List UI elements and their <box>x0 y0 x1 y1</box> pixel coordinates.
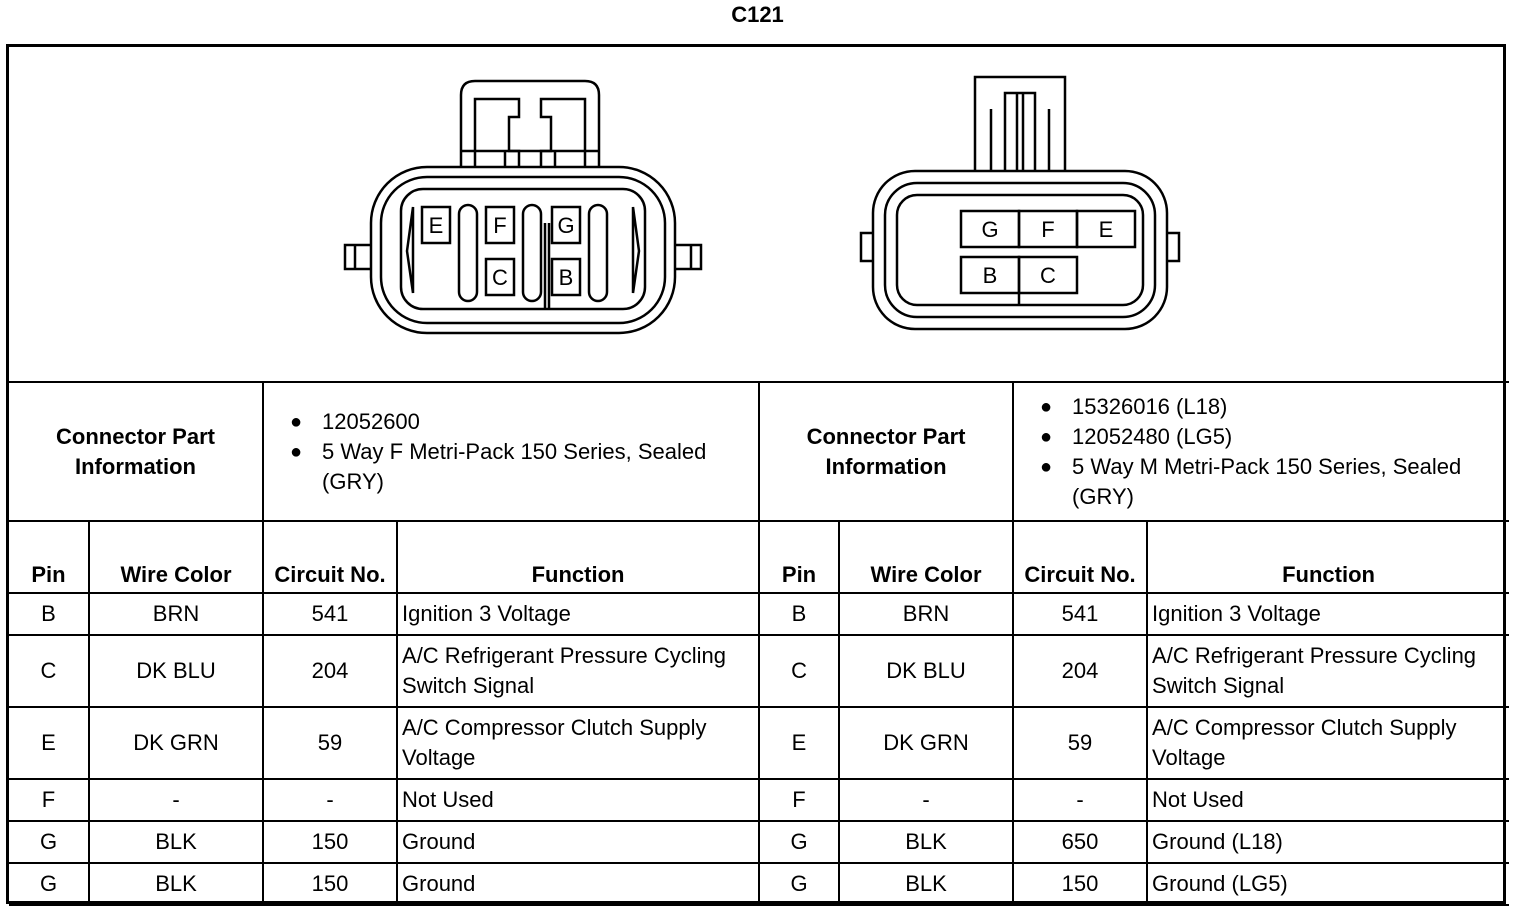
left-pin-cell: G <box>9 820 90 864</box>
right-wire-color-cell: BRN <box>838 593 1015 636</box>
header-row: Pin Wire Color Circuit No. Function Pin … <box>9 520 1510 594</box>
right-part-description: 5 Way M Metri-Pack 150 Series, Sealed (G… <box>1040 452 1505 512</box>
left-pin-cell: G <box>9 862 90 906</box>
left-pin-box-G <box>550 205 582 245</box>
right-pin-label-G: G <box>981 217 998 242</box>
left-wire-color-cell: BLK <box>87 862 265 906</box>
left-pin-label-G: G <box>557 213 574 238</box>
right-header-circuit: Circuit No. <box>1012 520 1149 594</box>
left-function-cell: A/C Refrigerant Pressure Cycling Switch … <box>396 634 761 708</box>
left-circuit-cell: 59 <box>262 706 399 780</box>
part-info-row: Connector Part Information 12052600 5 Wa… <box>9 383 1510 522</box>
left-circuit-cell: - <box>262 778 399 822</box>
left-wire-color-cell: DK BLU <box>87 634 265 708</box>
left-function-cell: Ground <box>396 862 761 906</box>
left-pin-cell: F <box>9 778 90 822</box>
right-function-cell: Ground (L18) <box>1146 820 1510 864</box>
connector-drawings: E F G C B G F E B C <box>9 47 1509 383</box>
right-function-cell: Ground (LG5) <box>1146 862 1510 906</box>
connector-illustrations: E F G C B G F E B C <box>343 75 1181 335</box>
left-wire-color-cell: - <box>87 778 265 822</box>
right-pin-cell: E <box>758 706 841 780</box>
left-pin-box-F <box>484 205 516 245</box>
right-circuit-cell: 541 <box>1012 593 1149 636</box>
left-pin-label-B: B <box>559 265 574 290</box>
page-title: C121 <box>731 2 784 27</box>
left-pin-box-E <box>420 205 452 245</box>
right-part-info: 15326016 (L18) 12052480 (LG5) 5 Way M Me… <box>1012 383 1510 522</box>
left-function-cell: A/C Compressor Clutch Supply Voltage <box>396 706 761 780</box>
left-part-info-label: Connector Part Information <box>9 383 265 522</box>
left-wire-color-cell: BRN <box>87 593 265 636</box>
left-wire-color-cell: BLK <box>87 820 265 864</box>
right-part-number-l18: 15326016 (L18) <box>1040 392 1505 422</box>
right-connector-drawing <box>859 75 1181 331</box>
right-wire-color-cell: BLK <box>838 862 1015 906</box>
left-part-description: 5 Way F Metri-Pack 150 Series, Sealed (G… <box>290 437 754 497</box>
left-function-cell: Ground <box>396 820 761 864</box>
left-function-cell: Ignition 3 Voltage <box>396 593 761 636</box>
right-pin-cell: G <box>758 862 841 906</box>
left-header-circuit: Circuit No. <box>262 520 399 594</box>
right-circuit-cell: 59 <box>1012 706 1149 780</box>
right-pin-cell: F <box>758 778 841 822</box>
right-function-cell: Not Used <box>1146 778 1510 822</box>
left-pin-cell: C <box>9 634 90 708</box>
right-wire-color-cell: DK GRN <box>838 706 1015 780</box>
left-pin-cell: E <box>9 706 90 780</box>
left-pin-cell: B <box>9 593 90 636</box>
left-circuit-cell: 541 <box>262 593 399 636</box>
right-part-number-lg5: 12052480 (LG5) <box>1040 422 1505 452</box>
connector-frame: E F G C B G F E B C Connector Part Infor… <box>6 44 1510 906</box>
left-part-info: 12052600 5 Way F Metri-Pack 150 Series, … <box>262 383 761 522</box>
right-circuit-cell: 150 <box>1012 862 1149 906</box>
right-header-function: Function <box>1146 520 1510 594</box>
right-pin-label-E: E <box>1099 217 1114 242</box>
left-connector-drawing <box>343 79 703 335</box>
left-circuit-cell: 204 <box>262 634 399 708</box>
right-pin-cell: B <box>758 593 841 636</box>
left-header-wire-color: Wire Color <box>87 520 265 594</box>
right-function-cell: A/C Compressor Clutch Supply Voltage <box>1146 706 1510 780</box>
right-pin-label-C: C <box>1040 263 1056 288</box>
right-function-cell: Ignition 3 Voltage <box>1146 593 1510 636</box>
right-pin-label-F: F <box>1041 217 1054 242</box>
left-circuit-cell: 150 <box>262 820 399 864</box>
left-pin-box-C <box>484 257 516 297</box>
right-pin-cell: C <box>758 634 841 708</box>
pinout-table: Connector Part Information 12052600 5 Wa… <box>9 383 1510 906</box>
right-wire-color-cell: BLK <box>838 820 1015 864</box>
left-pin-label-F: F <box>493 213 506 238</box>
left-pin-label-E: E <box>429 213 444 238</box>
left-header-function: Function <box>396 520 761 594</box>
left-circuit-cell: 150 <box>262 862 399 906</box>
right-pin-cell: G <box>758 820 841 864</box>
right-header-pin: Pin <box>758 520 841 594</box>
right-circuit-cell: 204 <box>1012 634 1149 708</box>
right-circuit-cell: - <box>1012 778 1149 822</box>
right-function-cell: A/C Refrigerant Pressure Cycling Switch … <box>1146 634 1510 708</box>
left-part-number: 12052600 <box>290 407 754 437</box>
left-header-pin: Pin <box>9 520 90 594</box>
right-pin-box-C <box>1017 255 1079 295</box>
left-function-cell: Not Used <box>396 778 761 822</box>
right-header-wire-color: Wire Color <box>838 520 1015 594</box>
right-pin-label-B: B <box>983 263 998 288</box>
left-pin-box-B <box>550 257 582 297</box>
right-pin-box-E <box>1075 209 1137 249</box>
left-pin-label-C: C <box>492 265 508 290</box>
left-wire-color-cell: DK GRN <box>87 706 265 780</box>
right-circuit-cell: 650 <box>1012 820 1149 864</box>
right-wire-color-cell: - <box>838 778 1015 822</box>
right-part-info-label: Connector Part Information <box>758 383 1015 522</box>
right-wire-color-cell: DK BLU <box>838 634 1015 708</box>
